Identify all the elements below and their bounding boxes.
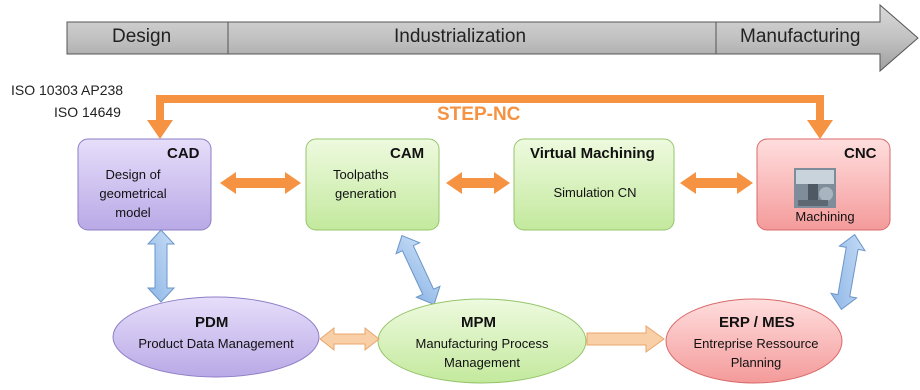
step-nc-bracket <box>156 95 824 120</box>
timeline-arrow <box>66 3 919 73</box>
vm-desc-1: Simulation CN <box>553 185 637 200</box>
phase-manufacturing: Manufacturing <box>740 26 861 47</box>
arrow-cam-mpm <box>395 234 441 306</box>
erp-desc-2: Planning <box>730 355 782 370</box>
cnc-desc-1: Machining <box>795 209 855 224</box>
vm-box <box>513 138 675 231</box>
cnc-machine-image <box>794 168 836 208</box>
erp-title: ERP / MES <box>719 314 795 331</box>
erp-desc-1: Entreprise Ressource <box>693 336 819 351</box>
phase-industrialization: Industrialization <box>394 26 527 47</box>
mpm-desc-1: Manufacturing Process <box>415 336 549 351</box>
mpm-desc-2: Management <box>444 355 520 370</box>
arrow-mpm-erp <box>586 325 665 353</box>
arrow-cad-cam <box>220 172 301 194</box>
erp-ellipse <box>665 298 843 384</box>
cam-desc-2: generation <box>335 186 397 201</box>
mpm-title: MPM <box>461 314 496 331</box>
cad-box <box>77 138 212 231</box>
cad-title: CAD <box>167 145 200 162</box>
phase-design: Design <box>112 26 172 47</box>
pdm-title: PDM <box>195 314 229 331</box>
iso-14649-label: ISO 14649 <box>54 104 121 120</box>
cam-box <box>305 138 440 231</box>
cad-desc-2: geometrical <box>99 186 167 201</box>
cam-desc-1: Toolpaths <box>333 167 389 182</box>
step-nc-arrowhead-left <box>147 120 173 139</box>
arrow-cam-vm <box>446 172 510 194</box>
step-nc-label: STEP-NC <box>437 104 521 125</box>
iso-10303-label: ISO 10303 AP238 <box>11 82 124 98</box>
arrow-pdm-mpm <box>319 326 380 352</box>
cam-title: CAM <box>390 145 425 162</box>
cad-desc-1: Design of <box>105 167 161 182</box>
cad-desc-3: model <box>115 205 151 220</box>
cnc-title: CNC <box>844 145 877 162</box>
pdm-ellipse <box>112 296 320 378</box>
mpm-ellipse <box>377 298 587 384</box>
arrow-vm-cnc <box>680 172 753 194</box>
step-nc-arrowhead-right <box>807 120 833 139</box>
pdm-desc-1: Product Data Management <box>138 336 294 351</box>
vm-title: Virtual Machining <box>530 145 655 162</box>
arrow-cad-pdm <box>146 229 176 303</box>
arrow-cnc-erp <box>829 233 867 311</box>
